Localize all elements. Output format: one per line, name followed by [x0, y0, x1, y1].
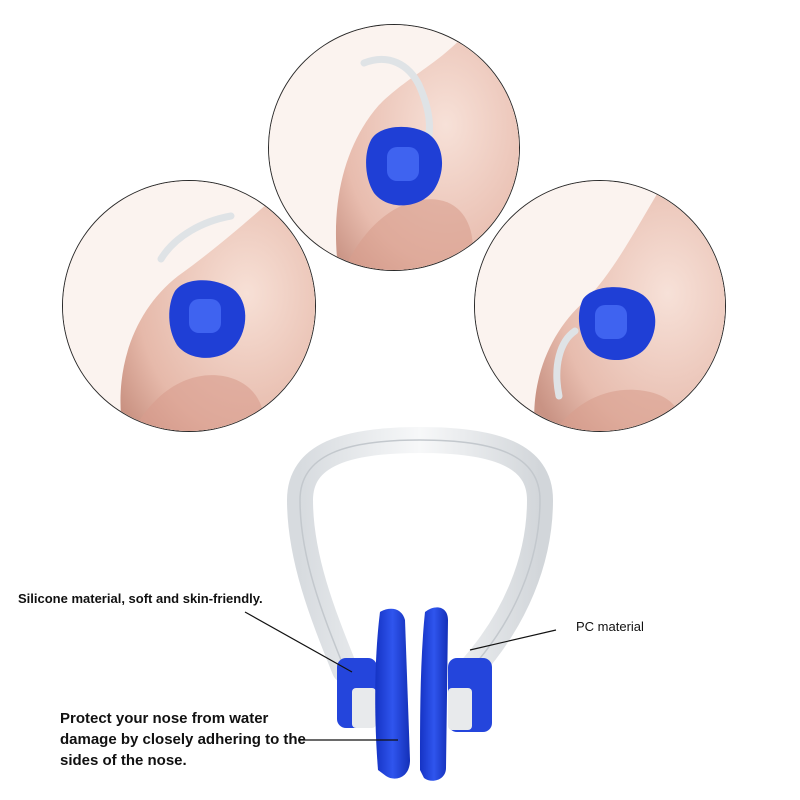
silicone-material-label: Silicone material, soft and skin-friendl…	[18, 591, 263, 606]
right-silicone-pad	[420, 607, 448, 781]
usage-photo-top	[268, 24, 520, 271]
callout-line-silicone	[244, 611, 353, 673]
callout-line-pc	[469, 629, 557, 651]
usage-photo-right	[474, 180, 726, 432]
left-silicone-pad	[375, 608, 410, 779]
nose-clip-worn-front-view	[269, 25, 519, 270]
usage-photo-left	[62, 180, 316, 432]
right-clip-block	[448, 658, 492, 732]
protect-nose-label: Protect your nose from water damage by c…	[60, 710, 306, 769]
left-clip-block	[337, 658, 377, 728]
pc-material-label: PC material	[576, 619, 644, 634]
pc-frame	[286, 426, 554, 683]
nose-clip-worn-profile-view	[475, 181, 725, 431]
nose-clip-worn-side-view	[63, 181, 315, 431]
